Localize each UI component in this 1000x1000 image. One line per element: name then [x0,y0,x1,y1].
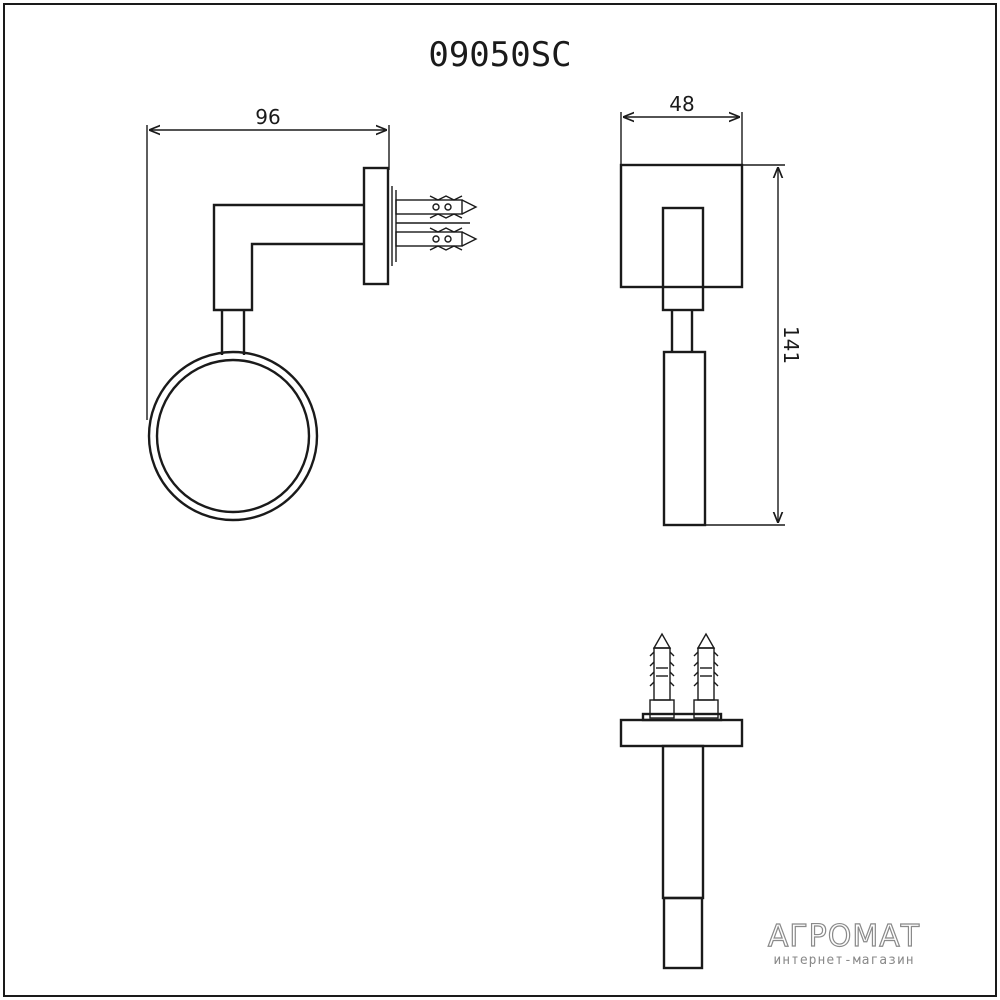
top-screw-left [649,632,675,719]
top-view [619,632,744,970]
front-view: 48 141 [619,92,803,527]
front-arm-block [661,206,705,312]
model-code-title: 09050SC [428,35,571,75]
top-wall-plate [619,718,744,748]
side-ring-outer [147,350,319,522]
top-ring-edge [662,896,704,970]
sheet-border [3,3,997,997]
top-screw-right [693,632,719,719]
side-view: 96 [146,105,478,522]
side-wall-anchors [395,195,478,251]
side-arm [212,203,364,312]
watermark-logo: АГРОМАТ интернет-магазин [767,918,920,968]
watermark-brand: АГРОМАТ [768,919,920,954]
watermark-tagline: интернет-магазин [773,953,914,968]
top-arm [661,744,705,900]
front-ring-edge [662,350,707,527]
dim-141-label: 141 [779,326,803,364]
front-wall-plate [619,163,744,289]
dim-96-label: 96 [255,105,280,129]
side-wall-plate [362,166,390,286]
side-ring-inner [155,358,311,514]
dim-48-label: 48 [669,92,694,116]
